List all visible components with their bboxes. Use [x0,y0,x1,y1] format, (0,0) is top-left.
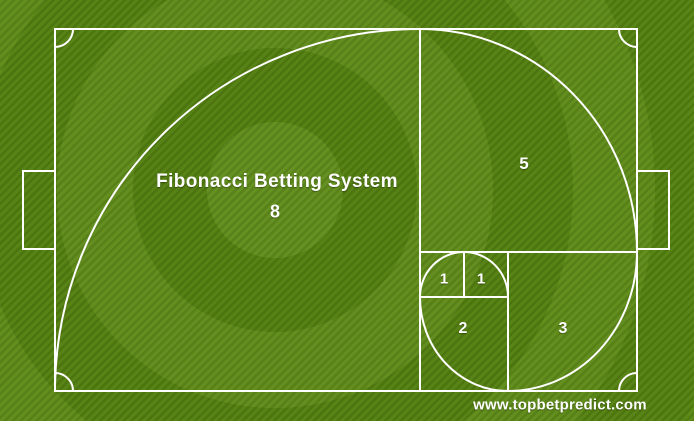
fibonacci-label-2: 2 [458,320,468,337]
goal-box-right [636,170,670,250]
fibonacci-label-8: 8 [269,201,281,222]
goal-box-left [22,170,56,250]
fibonacci-label-5: 5 [519,154,529,173]
corner-arc-top-right [618,28,638,48]
fibonacci-label-3: 3 [558,320,568,337]
page-title: Fibonacci Betting System [156,171,398,192]
corner-arc-bottom-right [618,372,638,392]
corner-arc-top-left [54,28,74,48]
corner-arc-bottom-left [54,372,74,392]
website-watermark: www.topbetpredict.com [473,396,647,414]
fibonacci-label-1a: 1 [439,270,449,288]
fibonacci-label-1b: 1 [476,270,486,288]
field-border [54,28,638,392]
fibonacci-spiral [54,27,639,393]
